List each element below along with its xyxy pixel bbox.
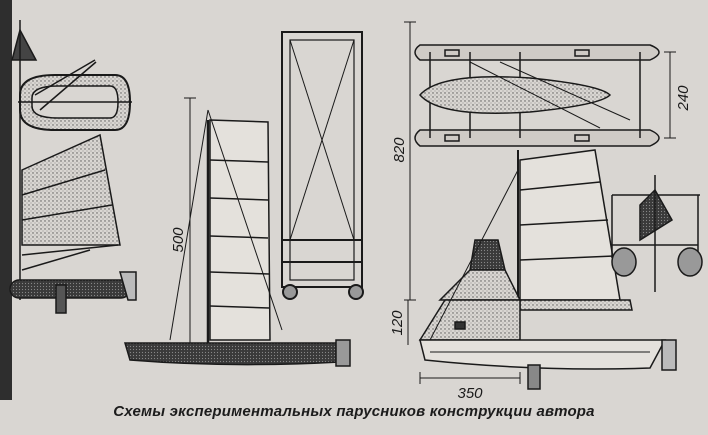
left-edge-strip [0, 0, 12, 400]
overall-length-label: 820 [391, 137, 408, 163]
monohull-boat-drawing [123, 97, 351, 367]
figure-caption: Схемы экспериментальных парусников конст… [113, 403, 595, 420]
mast-height-label: 500 [170, 227, 187, 253]
hull-spacing-label: 240 [675, 85, 692, 112]
catamaran-boat-drawing [404, 21, 703, 390]
frame-drawing [281, 31, 364, 300]
platform-width-label: 350 [457, 385, 483, 402]
platform-height-label: 120 [389, 310, 406, 336]
inflatable-boat-drawing [9, 20, 137, 314]
